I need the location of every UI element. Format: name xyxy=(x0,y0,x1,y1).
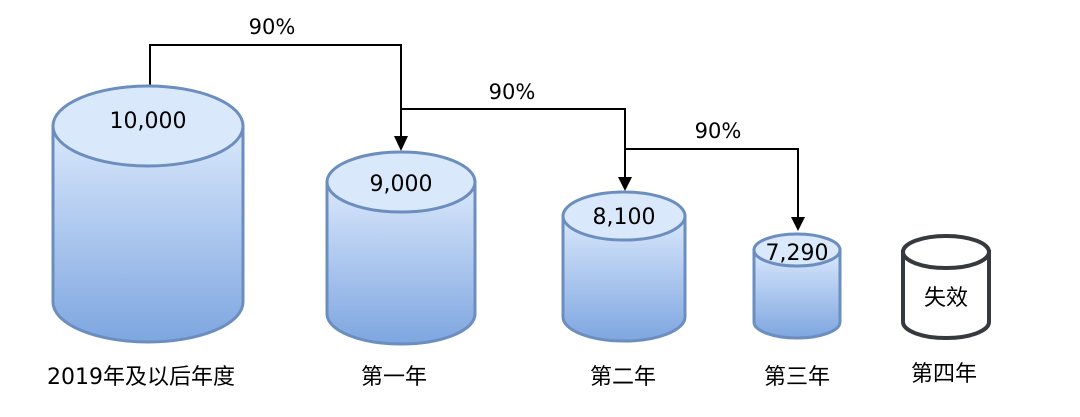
flow-label-1: 90% xyxy=(249,15,296,39)
flow-line-3 xyxy=(625,148,799,218)
cylinder-value-year-4: 失效 xyxy=(924,286,968,311)
flow-label-3: 90% xyxy=(695,119,742,143)
cylinder-base-year: 10,000 xyxy=(51,84,245,344)
flow-connector-3: 90% xyxy=(625,119,805,231)
cylinder-year-3: 7,290 xyxy=(752,232,842,340)
cylinder-top-year-4 xyxy=(901,234,991,270)
year-label-year-1: 第一年 xyxy=(361,365,427,390)
cylinder-value-year-3: 7,290 xyxy=(766,241,829,266)
year-label-year-2: 第二年 xyxy=(590,365,656,390)
flow-label-2: 90% xyxy=(489,80,536,104)
cylinder-body-year-1 xyxy=(325,180,477,346)
cylinder-top-year-1 xyxy=(325,150,477,214)
cylinder-body-year-4 xyxy=(901,250,991,340)
flow-connectors: 90% 90% 90% xyxy=(149,15,805,231)
cylinder-body-year-3 xyxy=(752,248,842,340)
cylinder-value-year-1: 9,000 xyxy=(370,172,433,197)
cylinder-year-1: 9,000 xyxy=(325,150,477,346)
cylinder-body-base-year xyxy=(51,124,245,344)
year-labels: 2019年及以后年度 第一年 第二年 第三年 第四年 xyxy=(47,362,977,390)
cylinder-year-2: 8,100 xyxy=(561,190,687,343)
cylinder-top-year-2 xyxy=(561,190,687,242)
flow-arrowhead-1 xyxy=(394,136,408,151)
year-label-year-4: 第四年 xyxy=(911,362,977,387)
cylinder-value-year-2: 8,100 xyxy=(593,205,656,230)
cylinder-value-base-year: 10,000 xyxy=(110,109,187,134)
flow-line-1 xyxy=(149,44,402,138)
flow-connector-1: 90% xyxy=(149,15,408,151)
flow-line-2 xyxy=(401,108,626,178)
flow-arrowhead-3 xyxy=(791,217,805,231)
flow-arrowhead-2 xyxy=(618,177,632,191)
year-label-base-year: 2019年及以后年度 xyxy=(47,365,235,390)
year-label-year-3: 第三年 xyxy=(764,365,830,390)
cylinder-body-year-2 xyxy=(561,214,687,343)
cylinder-top-year-3 xyxy=(752,232,842,268)
cylinder-year-4-expired: 失效 xyxy=(901,234,991,340)
cylinder-top-base-year xyxy=(51,84,245,168)
flow-connector-2: 90% xyxy=(401,80,632,191)
